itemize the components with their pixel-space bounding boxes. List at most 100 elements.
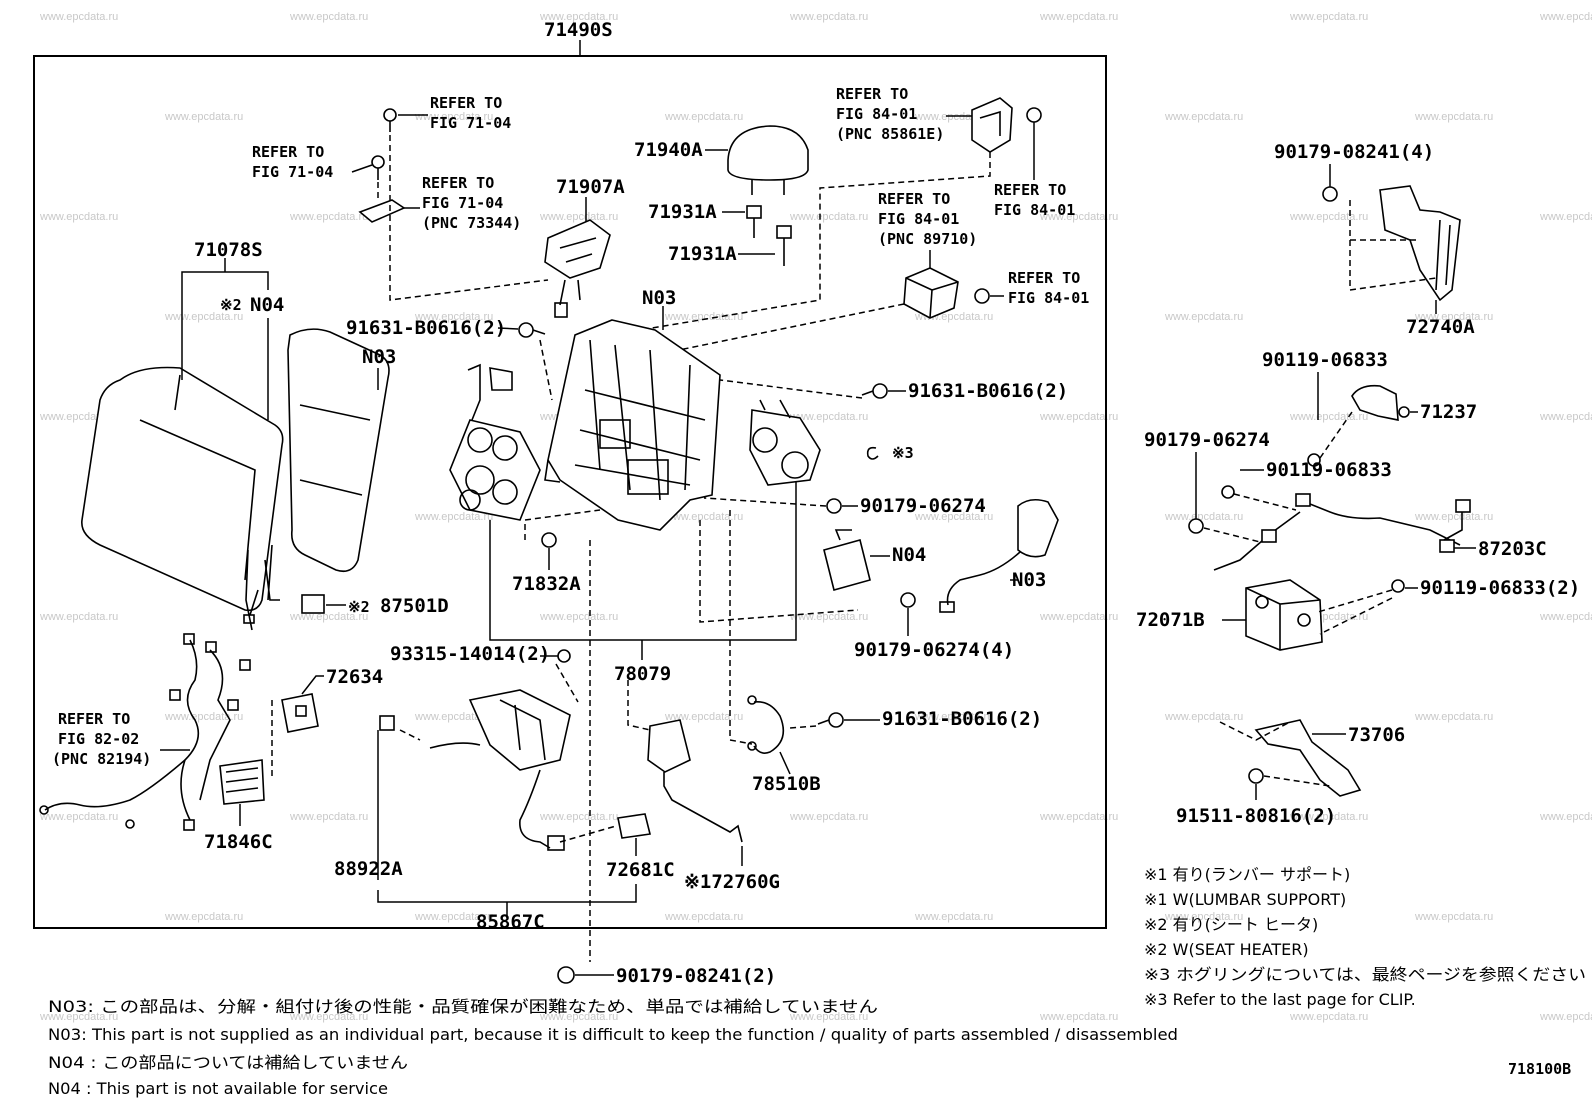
label-n04-ecu[interactable]: N04 — [892, 544, 926, 566]
label-90179-08241-4[interactable]: 90179-08241(4) — [1274, 141, 1434, 163]
label-72071B[interactable]: 72071B — [1136, 609, 1205, 631]
nut-fig84-01-b[interactable] — [974, 288, 990, 304]
refer-block-3[interactable]: REFER TO FIG 71-04 (PNC 73344) — [422, 174, 521, 232]
headrest[interactable] — [727, 125, 809, 195]
cover-72681C[interactable] — [617, 813, 651, 839]
label-78510B[interactable]: 78510B — [752, 773, 821, 795]
label-90179-08241-2[interactable]: 90179-08241(2) — [616, 965, 776, 987]
screw-90119-06833-b[interactable] — [1221, 485, 1235, 499]
label-87501D[interactable]: 87501D — [380, 595, 449, 617]
screw-90119-06833-2[interactable] — [1391, 579, 1405, 593]
label-91631-right[interactable]: 91631-B0616(2) — [908, 380, 1068, 402]
label-71846C[interactable]: 71846C — [204, 831, 273, 853]
label-73706[interactable]: 73706 — [1348, 724, 1405, 746]
label-72634[interactable]: 72634 — [326, 666, 383, 688]
label-72740A[interactable]: 72740A — [1406, 316, 1475, 338]
clip-fig71-04-a[interactable] — [383, 108, 397, 132]
lumbar-harness-88922A[interactable] — [379, 689, 571, 851]
label-93315[interactable]: 93315-14014(2) — [390, 643, 550, 665]
lumbar-motor-72071B[interactable] — [1245, 579, 1323, 651]
side-airbag-n03[interactable] — [939, 498, 1059, 613]
wire-harness-87203C[interactable] — [1213, 493, 1471, 571]
frame-label[interactable]: 71490S — [544, 19, 613, 41]
heater-pad-71846C[interactable] — [219, 759, 265, 805]
label-71078S[interactable]: 71078S — [194, 239, 263, 261]
svg-text:(PNC 85861E): (PNC 85861E) — [836, 125, 944, 143]
lumbar-actuator-left[interactable] — [449, 363, 541, 521]
clip-fig71-04-b[interactable] — [371, 155, 385, 180]
label-71931A-1[interactable]: 71931A — [648, 201, 717, 223]
heater-connector[interactable] — [301, 594, 325, 614]
label-71237[interactable]: 71237 — [1420, 401, 1477, 423]
label-90119-06833-a[interactable]: 90119-06833 — [1262, 349, 1388, 371]
seat-back-cover[interactable] — [81, 366, 284, 612]
label-90179-06274-4[interactable]: 90179-06274(4) — [854, 639, 1014, 661]
refer-block-5[interactable]: REFER TO FIG 84-01 — [994, 181, 1075, 219]
bolt-91511[interactable] — [1248, 768, 1264, 784]
label-71931A-2[interactable]: 71931A — [668, 243, 737, 265]
module-89710[interactable] — [903, 267, 959, 319]
watermark-text: www.epcdata.ru — [1289, 1011, 1368, 1023]
label-n03-seat[interactable]: N03 — [362, 346, 396, 368]
label-91511[interactable]: 91511-80816(2) — [1176, 805, 1336, 827]
label-90179-06274-r[interactable]: 90179-06274 — [1144, 429, 1270, 451]
label-n04-top[interactable]: N04 — [250, 294, 284, 316]
label-clip-mark[interactable]: ※3 — [892, 444, 914, 462]
label-87203C[interactable]: 87203C — [1478, 538, 1547, 560]
watermark-text: www.epcdata.ru — [789, 1011, 868, 1023]
nut-90179-06274-4[interactable] — [900, 592, 916, 608]
bolt-91631-right[interactable] — [861, 383, 888, 399]
lumbar-actuator-right[interactable] — [749, 399, 821, 486]
bracket-71237[interactable] — [1351, 384, 1410, 421]
nut-90179-08241-2[interactable] — [557, 966, 575, 984]
watermark-text: www.epcdata.ru — [39, 11, 118, 23]
ecu-n04[interactable] — [823, 529, 871, 591]
spring-78510B[interactable] — [747, 695, 785, 754]
refer-block-1[interactable]: REFER TO FIG 71-04 — [430, 94, 511, 132]
lumbar-cable-72760G[interactable] — [647, 719, 743, 843]
nut-90179-06274-r[interactable] — [1188, 518, 1204, 534]
clip-71832A[interactable] — [541, 532, 557, 548]
refer-block-8[interactable]: REFER TO FIG 82-02 (PNC 82194) — [52, 710, 151, 768]
label-88922A[interactable]: 88922A — [334, 858, 403, 880]
refer-block-4[interactable]: REFER TO FIG 84-01 (PNC 85861E) — [836, 85, 944, 143]
refer-block-6[interactable]: REFER TO FIG 84-01 (PNC 89710) — [878, 190, 977, 248]
lumbar-bracket-72740A[interactable] — [1379, 185, 1461, 302]
bolt-91631-left[interactable] — [518, 322, 546, 338]
label-78079[interactable]: 78079 — [614, 663, 671, 685]
screw-93315[interactable] — [557, 649, 571, 663]
refer-block-7[interactable]: REFER TO FIG 84-01 — [1008, 269, 1089, 307]
headrest-support-2[interactable] — [776, 225, 792, 266]
label-71832A[interactable]: 71832A — [512, 573, 581, 595]
headrest-lock[interactable] — [544, 219, 611, 318]
sensor-bracket-85861E[interactable] — [971, 97, 1013, 153]
label-n03-bag[interactable]: N03 — [1012, 569, 1046, 591]
nut-fig84-01-a[interactable] — [1026, 107, 1042, 123]
bracket-73706[interactable] — [1254, 719, 1362, 797]
watermark-text: www.epcdata.ru — [1164, 511, 1243, 523]
bolt-91631-low[interactable] — [817, 712, 844, 728]
heater-pad-72634[interactable] — [281, 693, 319, 733]
seat-back-pad[interactable] — [249, 328, 390, 616]
label-90119-06833-b[interactable]: 90119-06833 — [1266, 459, 1392, 481]
svg-text:FIG 71-04: FIG 71-04 — [422, 194, 503, 212]
nut-90179-08241-4[interactable] — [1322, 186, 1338, 202]
headrest-support-1[interactable] — [746, 205, 762, 238]
nut-90179-06274[interactable] — [826, 498, 842, 514]
label-91631-left[interactable]: 91631-B0616(2) — [346, 317, 506, 339]
label-71907A[interactable]: 71907A — [556, 176, 625, 198]
refer-block-2[interactable]: REFER TO FIG 71-04 — [252, 143, 333, 181]
label-n03-frame[interactable]: N03 — [642, 287, 676, 309]
legend-line-6: ※3 Refer to the last page for CLIP. — [1144, 990, 1416, 1009]
label-90119-06833-2[interactable]: 90119-06833(2) — [1420, 577, 1580, 599]
label-71940A[interactable]: 71940A — [634, 139, 703, 161]
label-85867C[interactable]: 85867C — [476, 911, 545, 933]
seat-back-frame[interactable] — [544, 319, 721, 531]
label-72681C[interactable]: 72681C — [606, 859, 675, 881]
label-72760G[interactable]: ※172760G — [684, 871, 780, 893]
label-91631-low[interactable]: 91631-B0616(2) — [882, 708, 1042, 730]
label-90179-06274[interactable]: 90179-06274 — [860, 495, 986, 517]
legend-line-3: ※2 有り(シート ヒータ) — [1144, 915, 1318, 934]
screw-90119-06833-a[interactable] — [1307, 453, 1321, 467]
